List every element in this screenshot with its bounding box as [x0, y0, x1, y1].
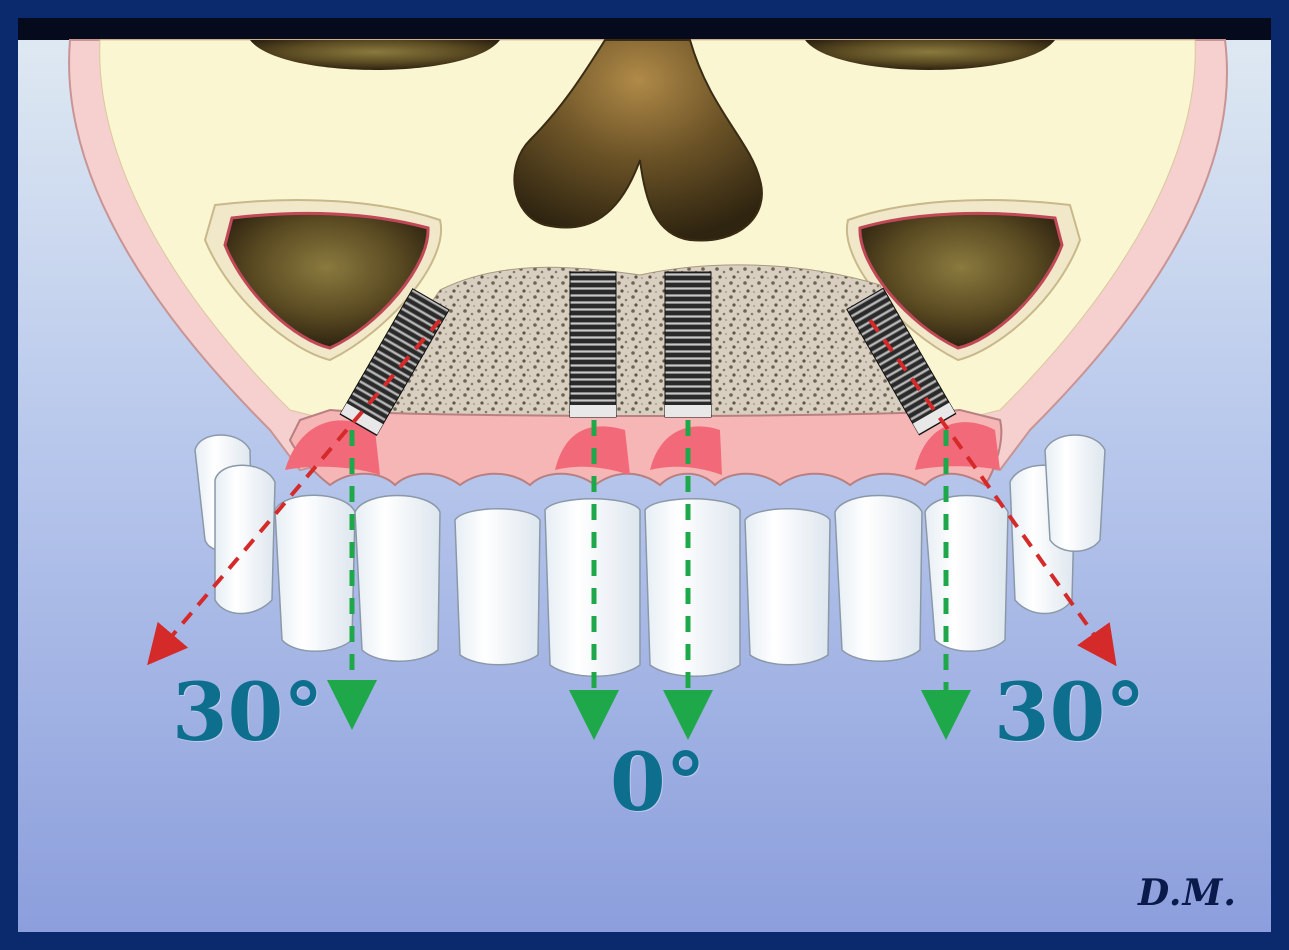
right-center-implant [665, 272, 711, 417]
tooth-r3 [645, 499, 740, 677]
left-angle-label: 30° [172, 672, 323, 752]
left-center-implant [570, 272, 616, 417]
tooth-l6 [275, 495, 355, 651]
right-angle-label: 30° [994, 672, 1145, 752]
author-signature: D.M. [1138, 872, 1237, 914]
tooth-r8 [1045, 435, 1105, 551]
tooth-r4 [745, 509, 830, 665]
tooth-l4 [455, 509, 540, 665]
center-angle-label: 0° [610, 742, 706, 822]
tooth-l5 [355, 496, 440, 662]
tooth-r5 [835, 496, 922, 662]
tooth-l7 [215, 465, 275, 613]
tooth-r6 [925, 496, 1008, 652]
gum-tissue [290, 410, 1001, 485]
